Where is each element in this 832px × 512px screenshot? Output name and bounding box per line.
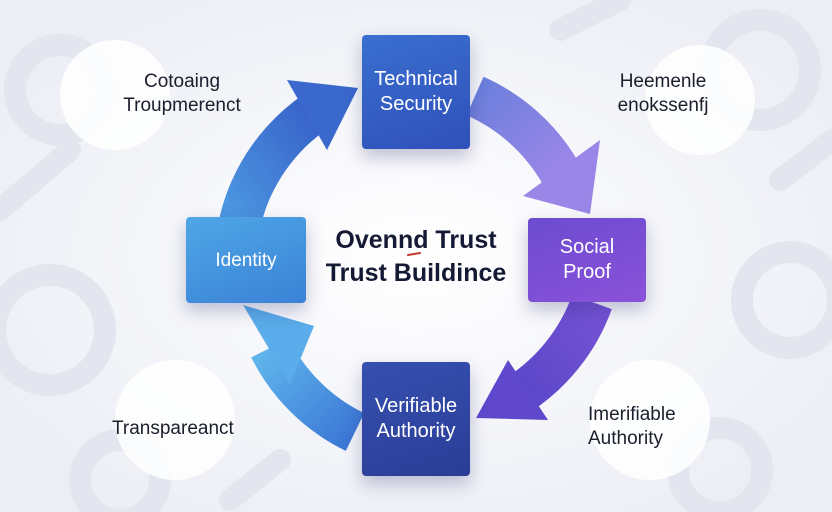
node-verifiable-line2: Authority: [376, 420, 456, 442]
outer-label-bottom-right-line2: Authority: [588, 428, 663, 449]
outer-label-bottom-right: Imerifiable Authority: [588, 403, 718, 451]
node-social-line1: Social: [559, 236, 615, 258]
node-social-proof: Social Proof: [528, 218, 646, 302]
outer-label-bottom-right-line1: Imerifiable: [588, 404, 676, 425]
outer-label-bottom-left-line1: Transpareanct: [112, 418, 234, 439]
center-title-line1: Ovennd Trust: [335, 226, 497, 254]
outer-label-top-right-line1: Heemenle: [619, 71, 707, 92]
outer-label-top-left-line2: Troupmerenct: [123, 95, 241, 116]
arrow-verifiable-to-identity: [243, 305, 365, 451]
outer-label-top-left: Cotoaing Troupmerenct: [112, 70, 252, 118]
node-social-line2: Proof: [563, 261, 611, 283]
center-title-line2: Trust Buildince: [325, 259, 507, 287]
outer-label-top-right: Heemenle enokssenfj: [588, 70, 738, 118]
node-identity: Identity: [186, 217, 306, 303]
center-title: Ovennd Trust Trust Buildince: [296, 224, 536, 290]
node-technical-line2: Security: [379, 93, 453, 115]
node-technical-line1: Technical: [374, 68, 458, 90]
center-accent-mark: [407, 252, 421, 256]
arrow-identity-to-technical: [219, 80, 358, 228]
outer-label-top-left-line1: Cotoaing: [143, 71, 221, 92]
arrow-social-to-verifiable: [476, 294, 612, 420]
node-identity-line1: Identity: [215, 249, 277, 271]
node-verifiable-line1: Verifiable: [374, 395, 458, 417]
node-technical-security: Technical Security: [362, 35, 470, 149]
node-verifiable-authority: Verifiable Authority: [362, 362, 470, 476]
arrow-technical-to-social: [466, 76, 600, 214]
outer-label-bottom-left: Transpareanct: [112, 417, 262, 441]
outer-label-top-right-line2: enokssenfj: [617, 95, 709, 116]
